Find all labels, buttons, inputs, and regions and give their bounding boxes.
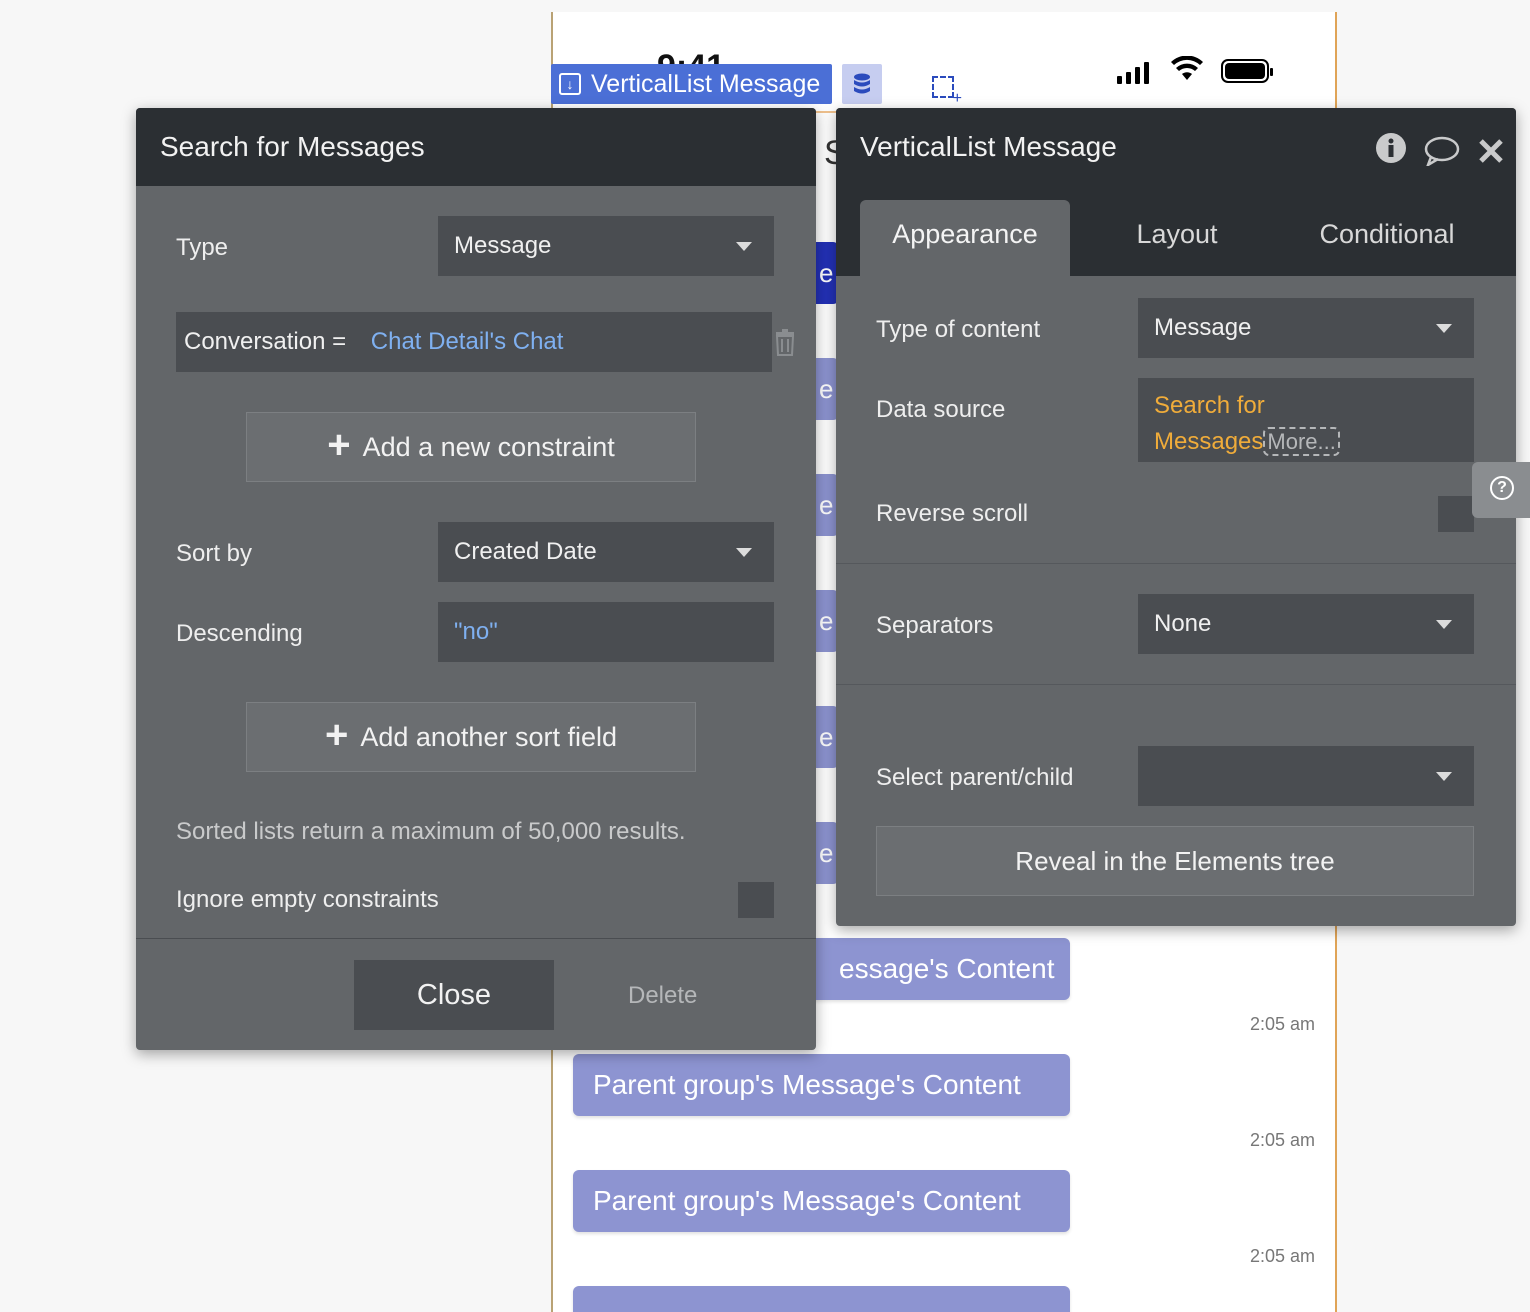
select-area-icon[interactable]: [932, 76, 962, 108]
type-of-content-label: Type of content: [876, 316, 1041, 343]
chevron-down-icon: [736, 242, 752, 251]
chevron-down-icon: [736, 548, 752, 557]
footer-divider: [136, 938, 816, 939]
properties-panel: VerticalList Message Appearance Layout C…: [836, 108, 1516, 926]
type-of-content-dropdown[interactable]: Message: [1138, 298, 1474, 358]
constraint-value[interactable]: Chat Detail's Chat: [370, 328, 564, 355]
message-bubble-stub[interactable]: e: [815, 242, 839, 304]
separators-value: None: [1154, 610, 1212, 637]
cellular-signal-icon: [1117, 62, 1149, 84]
message-bubble[interactable]: [573, 1286, 1070, 1312]
more-link[interactable]: More...: [1263, 427, 1340, 456]
message-bubble[interactable]: Parent group's Message's Content: [573, 1170, 1070, 1232]
message-time: 2:05 am: [1249, 1014, 1315, 1034]
database-icon[interactable]: [842, 64, 882, 104]
properties-panel-title: VerticalList Message: [836, 108, 1516, 186]
sort-limit-note: Sorted lists return a maximum of 50,000 …: [176, 818, 686, 845]
type-dropdown-value: Message: [454, 232, 552, 259]
message-time: 2:05 am: [1249, 1130, 1315, 1150]
data-source-label: Data source: [876, 396, 1006, 423]
comment-icon[interactable]: [1424, 136, 1460, 166]
constraint-row[interactable]: Conversation = Chat Detail's Chat: [176, 312, 772, 372]
chevron-down-icon: [1436, 772, 1452, 781]
chevron-down-icon: [1436, 324, 1452, 333]
plus-icon: +: [324, 713, 349, 757]
section-divider: [836, 684, 1516, 685]
tab-bar: Appearance Layout Conditional: [836, 186, 1516, 276]
message-bubble[interactable]: Parent group's Message's Content: [573, 1054, 1070, 1116]
battery-icon: [1221, 59, 1273, 83]
message-bubble-stub[interactable]: e: [815, 474, 839, 536]
separators-label: Separators: [876, 612, 994, 639]
search-panel: Search for Messages Type Message Convers…: [136, 108, 816, 1050]
tab-appearance[interactable]: Appearance: [860, 200, 1070, 276]
close-icon[interactable]: [1478, 138, 1504, 164]
chevron-down-icon: [1436, 620, 1452, 629]
reverse-scroll-checkbox[interactable]: [1438, 496, 1474, 532]
descending-label: Descending: [176, 620, 303, 647]
reveal-in-elements-tree-button[interactable]: Reveal in the Elements tree: [876, 826, 1474, 896]
message-bubble-stub[interactable]: e: [815, 358, 839, 420]
data-source-expression-line1[interactable]: Search for: [1154, 392, 1265, 419]
sort-by-label: Sort by: [176, 540, 253, 567]
close-button[interactable]: Close: [354, 960, 554, 1030]
descending-field[interactable]: "no": [438, 602, 774, 662]
add-constraint-label: Add a new constraint: [362, 431, 615, 462]
plus-icon: +: [327, 423, 351, 467]
wifi-icon: [1171, 56, 1203, 80]
section-divider: [836, 563, 1516, 564]
add-sort-field-button[interactable]: + Add another sort field: [246, 702, 696, 772]
info-icon[interactable]: [1375, 132, 1407, 164]
question-icon: ?: [1490, 476, 1514, 500]
selected-element-label: VerticalList Message: [591, 70, 821, 98]
constraint-field: Conversation =: [184, 328, 347, 355]
message-bubble-stub[interactable]: e: [815, 706, 839, 768]
ignore-empty-checkbox[interactable]: [738, 882, 774, 918]
reverse-scroll-label: Reverse scroll: [876, 500, 1029, 527]
tab-conditional[interactable]: Conditional: [1319, 219, 1455, 249]
ignore-empty-label: Ignore empty constraints: [176, 886, 439, 913]
sort-by-dropdown[interactable]: Created Date: [438, 522, 774, 582]
message-bubble-stub[interactable]: e: [815, 590, 839, 652]
selected-element-chip[interactable]: ↓ VerticalList Message: [551, 64, 833, 104]
type-dropdown[interactable]: Message: [438, 216, 774, 276]
delete-button[interactable]: Delete: [628, 982, 698, 1009]
add-constraint-button[interactable]: + Add a new constraint: [246, 412, 696, 482]
search-panel-title: Search for Messages: [136, 108, 816, 186]
trash-icon[interactable]: [774, 328, 796, 356]
sort-by-value: Created Date: [454, 538, 597, 565]
separators-dropdown[interactable]: None: [1138, 594, 1474, 654]
data-source-expression-line2[interactable]: Messages: [1154, 428, 1264, 455]
download-arrow-icon: ↓: [559, 73, 581, 95]
type-label: Type: [176, 234, 229, 261]
tab-layout[interactable]: Layout: [1136, 219, 1218, 249]
message-time: 2:05 am: [1249, 1246, 1315, 1266]
help-tab[interactable]: ?: [1472, 462, 1530, 518]
add-sort-field-label: Add another sort field: [360, 721, 618, 752]
type-of-content-value: Message: [1154, 314, 1252, 341]
select-parent-child-dropdown[interactable]: [1138, 746, 1474, 806]
message-bubble-stub[interactable]: e: [815, 822, 839, 884]
select-parent-child-label: Select parent/child: [876, 764, 1074, 791]
